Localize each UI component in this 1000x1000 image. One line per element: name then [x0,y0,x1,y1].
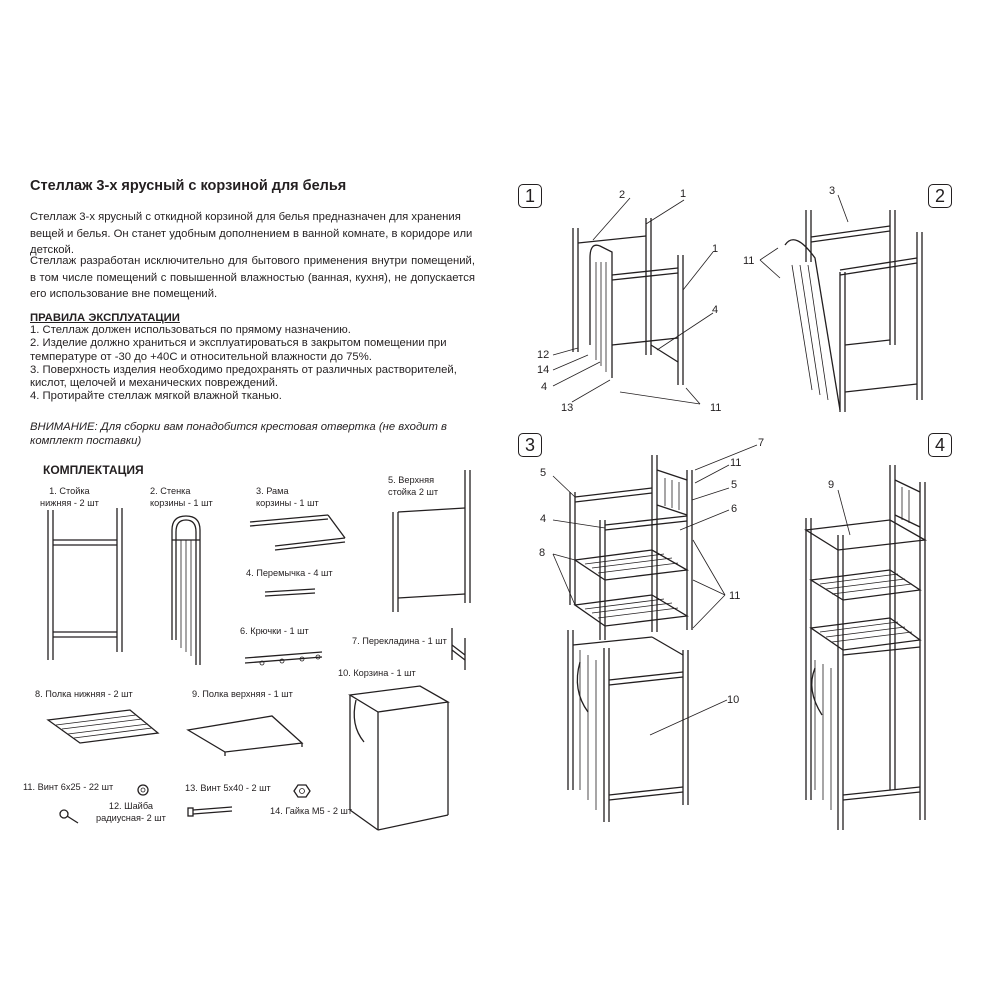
part-8-lower-shelf-drawing [46,709,160,744]
callout-step1: 1 [712,243,718,255]
kit-heading: КОМПЛЕКТАЦИЯ [43,463,144,477]
part-label-10: 10. Корзина - 1 шт [338,668,416,678]
part-5-upper-post-drawing [392,470,471,612]
step-number-1: 1 [518,184,542,208]
callout-step1: 13 [561,402,573,414]
step-4-drawing [804,465,928,830]
callout-step1: 4 [541,381,547,393]
rules-heading: ПРАВИЛА ЭКСПЛУАТАЦИИ [30,312,180,324]
step-number-3: 3 [518,433,542,457]
part-label-14: 14. Гайка М5 - 2 шт [270,806,353,816]
part-label-8: 8. Полка нижняя - 2 шт [35,689,133,699]
callout-step3: 8 [539,547,545,559]
part-1-lower-post-drawing [47,508,123,660]
callout-step3: 4 [540,513,546,525]
intro-paragraph: Стеллаж 3-х ярусный с откидной корзиной … [30,211,473,256]
rule-item: 2. Изделие должно храниться и эксплуатир… [30,337,447,363]
callout-step3: 10 [727,694,739,706]
usage-paragraph: Стеллаж разработан исключительно для быт… [30,255,475,300]
part-label-4: 4. Перемычка - 4 шт [246,568,333,578]
part-label-9: 9. Полка верхняя - 1 шт [192,689,293,699]
part-13-bolt-drawing [187,806,233,817]
part-11-screw-drawing [59,809,79,824]
rule-item: 1. Стеллаж должен использоваться по прям… [30,324,351,336]
part-label-7: 7. Перекладина - 1 шт [352,636,447,646]
part-2-basket-wall-drawing [171,515,201,665]
callout-step3: 7 [758,437,764,449]
callout-step1: 1 [680,188,686,200]
step-number-4: 4 [928,433,952,457]
part-9-upper-shelf-drawing [186,715,304,756]
callout-step1: 12 [537,349,549,361]
step-3-drawing [567,455,693,822]
rule-item: 3. Поверхность изделия необходимо предох… [30,363,457,390]
rule-item: 4. Протирайте стеллаж мягкой влажной тка… [30,390,282,403]
callout-step3: 5 [731,479,737,491]
warning-note: ВНИМАНИЕ: Для сборки вам понадобится кре… [30,421,447,447]
part-label-6: 6. Крючки - 1 шт [240,626,309,636]
part-7-cross-piece-drawing [451,628,466,670]
step-2-drawing [784,210,923,412]
rules-list: 1. Стеллаж должен использоваться по прям… [30,324,475,404]
part-label-11: 11. Винт 6х25 - 22 шт [23,782,114,792]
callout-step1: 2 [619,189,625,201]
callout-step2: 11 [743,255,754,267]
callout-step3: 11 [730,457,741,469]
part-6-hooks-drawing [244,651,323,666]
callout-step1: 4 [712,304,718,316]
part-3-basket-frame-drawing [249,514,346,551]
callout-step1: 11 [710,402,721,414]
callout-step4: 9 [828,479,834,491]
step-number-2: 2 [928,184,952,208]
callout-step3: 6 [731,503,737,515]
part-4-crossbar-drawing [264,588,316,597]
callout-step2: 3 [829,185,835,197]
part-label-13: 13. Винт 5х40 - 2 шт [185,783,271,793]
callout-step1: 14 [537,364,549,376]
step-1-drawing [572,218,684,385]
part-10-basket-drawing [348,685,450,831]
part-14-nut-drawing [293,784,311,798]
callout-step3: 5 [540,467,546,479]
callout-step3: 11 [729,590,740,602]
document-title: Стеллаж 3-х ярусный с корзиной для белья [30,178,347,194]
part-12-washer-drawing [137,784,149,796]
